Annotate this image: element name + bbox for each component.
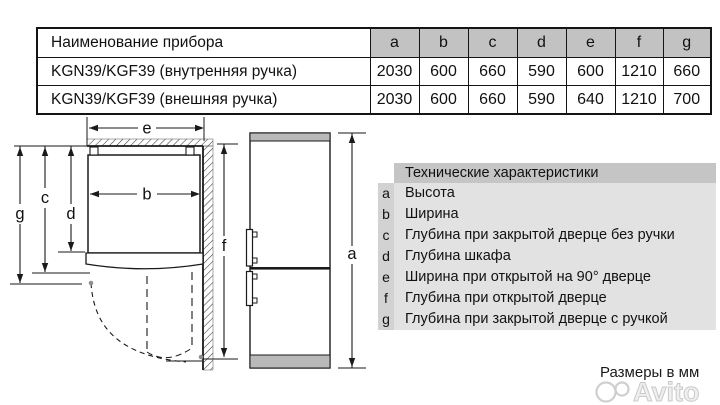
door-divider	[250, 267, 330, 270]
value-d: 590	[516, 85, 567, 115]
legend-key: g	[378, 309, 394, 330]
legend-key: c	[378, 225, 394, 246]
table-header-f: f	[614, 27, 664, 58]
legend-row-a: a Высота	[378, 183, 716, 204]
fridge-plinth	[249, 354, 331, 369]
table-header-g: g	[662, 27, 712, 58]
fridge-top-view: e b g c d f	[10, 117, 238, 371]
legend-row-c: c Глубина при закрытой дверце без ручки	[378, 225, 716, 246]
legend-row-d: d Глубина шкафа	[378, 246, 716, 267]
table-header-name: Наименование прибора	[36, 27, 371, 58]
dim-label-b: b	[142, 186, 151, 204]
cabinet-outline	[87, 154, 201, 254]
table-row-outer-handle: KGN39/KGF39 (внешняя ручка) 2030 600 660…	[36, 85, 712, 115]
dimension-diagram: e b g c d f a	[10, 117, 366, 371]
dimension-e	[86, 117, 205, 146]
legend-key: d	[378, 246, 394, 267]
legend-label: Глубина при открытой дверце	[394, 288, 716, 309]
table-header-b: b	[418, 27, 469, 58]
fridge-top-cap	[249, 132, 331, 142]
model-name: KGN39/KGF39 (внутренняя ручка)	[36, 57, 371, 86]
legend-title: Технические характеристики	[394, 163, 716, 183]
value-e: 600	[565, 57, 616, 86]
legend-label: Глубина шкафа	[394, 246, 716, 267]
legend-label: Высота	[394, 183, 716, 204]
legend-key: e	[378, 267, 394, 288]
dim-label-g: g	[15, 205, 24, 223]
table-header-e: e	[565, 27, 616, 58]
dim-label-a: a	[347, 245, 357, 263]
upper-door-handle	[245, 228, 258, 267]
legend-row-g: g Глубина при закрытой дверце с ручкой	[378, 309, 716, 330]
watermark-text: Avito	[633, 377, 700, 405]
legend-row-e: e Ширина при открытой на 90° дверце	[378, 267, 716, 288]
legend-key: a	[378, 183, 394, 204]
table-header-a: a	[369, 27, 420, 58]
legend-row-f: f Глубина при открытой дверце	[378, 288, 716, 309]
value-d: 590	[516, 57, 567, 86]
hinge-block-left	[89, 146, 99, 156]
dim-label-f: f	[222, 237, 227, 255]
value-c: 660	[467, 85, 518, 115]
model-name: KGN39/KGF39 (внешняя ручка)	[36, 85, 371, 115]
closed-door	[85, 252, 204, 270]
legend-label: Ширина при открытой на 90° дверце	[394, 267, 716, 288]
avito-logo-icon	[595, 381, 630, 403]
value-a: 2030	[369, 57, 420, 86]
fridge-body	[249, 132, 331, 369]
legend-label: Ширина	[394, 204, 716, 225]
tech-specs-legend: Технические характеристики a Высота b Ши…	[378, 163, 716, 330]
value-b: 600	[418, 57, 469, 86]
value-g: 660	[662, 57, 712, 86]
hinge-pivot-dot	[88, 280, 94, 286]
legend-key: b	[378, 204, 394, 225]
dimension-f	[203, 143, 238, 360]
dimension-c	[32, 146, 90, 274]
dim-label-d: d	[66, 205, 75, 223]
value-b: 600	[418, 85, 469, 115]
table-row-inner-handle: KGN39/KGF39 (внутренняя ручка) 2030 600 …	[36, 57, 712, 86]
dimension-a	[338, 132, 366, 369]
value-g: 700	[662, 85, 712, 115]
legend-row-b: b Ширина	[378, 204, 716, 225]
dimension-b	[90, 190, 200, 198]
value-c: 660	[467, 57, 518, 86]
dim-label-e: e	[142, 120, 151, 138]
legend-label: Глубина при закрытой дверце без ручки	[394, 225, 716, 246]
fridge-front-view: a	[245, 132, 366, 369]
dimension-d	[58, 146, 85, 253]
value-f: 1210	[614, 85, 664, 115]
avito-watermark: Avito	[595, 377, 700, 405]
spec-table: Наименование прибора a b c d e f g KGN39…	[36, 27, 712, 115]
table-header-c: c	[467, 27, 518, 58]
table-header-d: d	[516, 27, 567, 58]
hinge-pivot-dot	[198, 354, 204, 360]
hinge-block-right	[185, 146, 195, 156]
dim-label-c: c	[41, 189, 49, 207]
legend-key: f	[378, 288, 394, 309]
value-f: 1210	[614, 57, 664, 86]
lower-door-handle	[245, 270, 258, 307]
door-swing-arc	[88, 272, 204, 363]
units-note: Размеры в мм	[600, 364, 700, 381]
table-header-row: Наименование прибора a b c d e f g	[36, 27, 712, 58]
legend-label: Глубина при закрытой дверце с ручкой	[394, 309, 716, 330]
value-e: 640	[565, 85, 616, 115]
dimension-g	[10, 146, 82, 285]
